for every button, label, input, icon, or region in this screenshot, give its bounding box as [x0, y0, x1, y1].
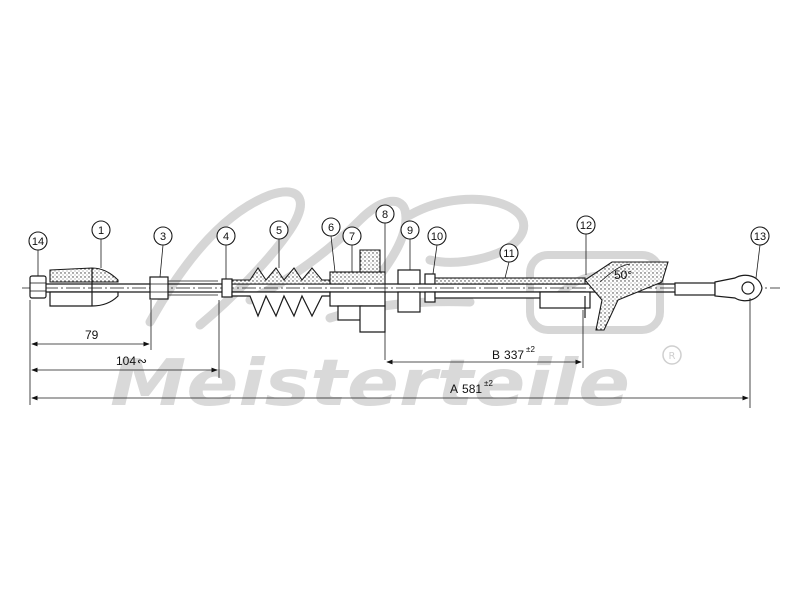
balloon-10-label: 10 — [431, 231, 443, 243]
angle-label: 50° — [614, 268, 632, 282]
balloon-3: 3 — [153, 226, 173, 278]
part-3-nut — [149, 276, 169, 300]
part-6-7-housing — [329, 249, 386, 333]
balloon-9-label: 9 — [407, 225, 413, 237]
dim-104-label: 104∾ — [116, 354, 147, 368]
balloon-group: 14 1 3 4 5 6 7 — [28, 204, 770, 360]
watermark-brand-text: Meisterteile — [110, 347, 630, 421]
balloon-11: 11 — [499, 243, 519, 279]
part-9-10-nut-washer — [397, 269, 436, 313]
registered-mark-circle — [662, 345, 682, 365]
part-13-eye-end — [674, 274, 763, 302]
balloon-4: 4 — [216, 226, 236, 279]
balloon-8-label: 8 — [382, 209, 388, 221]
balloon-7-label: 7 — [349, 231, 355, 243]
balloon-8: 8 — [375, 204, 395, 360]
balloon-6-label: 6 — [328, 222, 334, 234]
balloon-1: 1 — [91, 220, 111, 268]
balloon-14-label: 14 — [32, 236, 44, 248]
balloon-13: 13 — [750, 226, 770, 279]
balloon-12-label: 12 — [580, 220, 592, 232]
watermark-registered-mark: R — [669, 351, 676, 362]
angle-arc — [599, 263, 631, 283]
part-5-rubber-boot — [231, 267, 331, 318]
balloon-1-label: 1 — [98, 225, 104, 237]
part-4-sleeve — [221, 278, 233, 298]
dim-79-label: 79 — [85, 328, 99, 342]
balloon-12: 12 — [576, 215, 596, 275]
balloon-13-label: 13 — [754, 231, 766, 243]
balloon-9: 9 — [400, 220, 420, 270]
balloon-6: 6 — [321, 217, 341, 273]
part-12-ferrule-bracket — [539, 261, 669, 331]
balloon-3-label: 3 — [160, 231, 166, 243]
balloon-11-label: 11 — [503, 248, 514, 260]
balloon-14: 14 — [28, 231, 48, 276]
part-8-bracket — [359, 249, 381, 273]
balloon-10: 10 — [427, 226, 447, 275]
part-14-end-nipple — [29, 275, 47, 299]
cable-assembly — [22, 249, 780, 333]
balloon-5-label: 5 — [276, 225, 282, 237]
balloon-7: 7 — [342, 226, 362, 272]
balloon-4-label: 4 — [223, 231, 229, 243]
part-1-adjuster-bell — [49, 267, 119, 307]
balloon-5: 5 — [269, 220, 289, 268]
